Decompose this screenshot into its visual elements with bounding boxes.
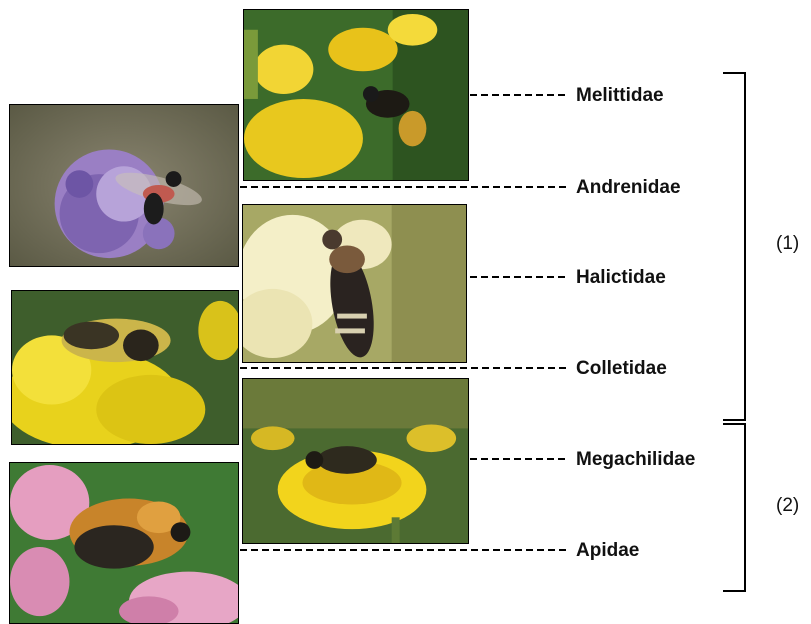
group-label-2: (2) [776, 496, 799, 515]
family-label-apidae: Apidae [576, 541, 639, 560]
photo-andrenidae-bee [9, 104, 239, 267]
bracket-group-1 [723, 73, 745, 420]
photo-megachilidae-bee [242, 378, 469, 544]
family-label-andrenidae: Andrenidae [576, 178, 681, 197]
group-label-1: (1) [776, 234, 799, 253]
family-label-halictidae: Halictidae [576, 268, 666, 287]
photo-melittidae-bee [243, 9, 469, 181]
photo-halictidae-bee [242, 204, 467, 363]
family-label-melittidae: Melittidae [576, 86, 664, 105]
family-label-colletidae: Colletidae [576, 359, 667, 378]
photo-colletidae-bee [11, 290, 239, 445]
photo-apidae-bee [9, 462, 239, 624]
family-label-megachilidae: Megachilidae [576, 450, 695, 469]
bracket-group-2 [723, 424, 745, 591]
